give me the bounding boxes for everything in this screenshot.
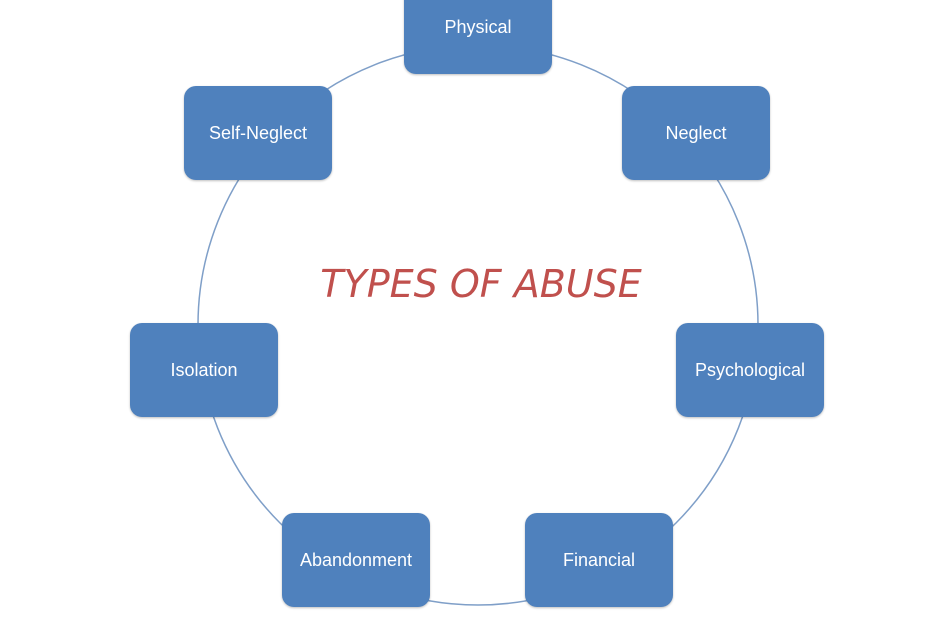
node-psychological: Psychological	[676, 323, 824, 417]
node-physical: Physical	[404, 0, 552, 74]
node-label: Abandonment	[299, 549, 413, 570]
node-label: Isolation	[170, 359, 238, 380]
node-label: Physical	[444, 16, 512, 37]
diagram-title: TYPES OF ABUSE	[320, 262, 642, 306]
node-label: Psychological	[694, 359, 806, 380]
node-isolation: Isolation	[130, 323, 278, 417]
node-label: Self-Neglect	[208, 122, 308, 143]
node-financial: Financial	[525, 513, 673, 607]
node-abandonment: Abandonment	[282, 513, 430, 607]
node-label: Financial	[562, 549, 636, 570]
node-label: Neglect	[665, 122, 727, 143]
node-neglect: Neglect	[622, 86, 770, 180]
node-self-neglect: Self-Neglect	[184, 86, 332, 180]
